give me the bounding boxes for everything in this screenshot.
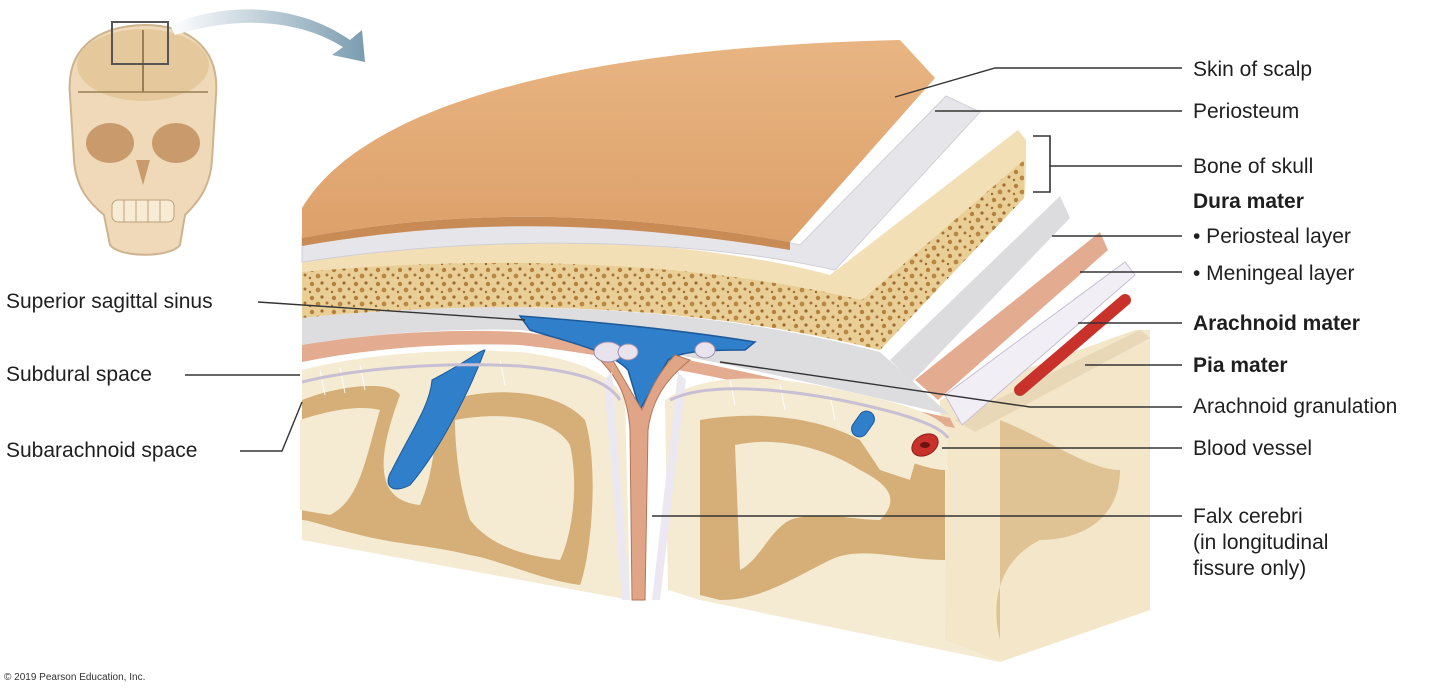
arachnoid-granulation-left: [593, 341, 639, 363]
label-dura-mater: Dura mater: [1193, 190, 1304, 213]
skull-thumbnail: [68, 21, 218, 256]
small-vein: [851, 410, 875, 438]
pia-mater-layer: [955, 330, 1150, 432]
label-subdural-space: Subdural space: [6, 363, 152, 386]
label-arachnoid-mater: Arachnoid mater: [1193, 312, 1360, 335]
label-subarachnoid-space: Subarachnoid space: [6, 439, 198, 462]
arachnoid-mater-layer: [944, 261, 1136, 426]
blood-vessel-artery: [1014, 294, 1131, 396]
falx-cerebri: [599, 354, 692, 601]
arachnoid-granulation-right: [694, 341, 716, 359]
dura-periosteal-layer: [890, 196, 1070, 382]
label-pia-mater: Pia mater: [1193, 354, 1288, 377]
sulcal-vein: [387, 349, 486, 490]
dura-front: [302, 307, 950, 415]
label-superior-sagittal-sinus: Superior sagittal sinus: [6, 290, 213, 313]
copyright-credit: © 2019 Pearson Education, Inc.: [4, 672, 146, 683]
label-bone-of-skull: Bone of skull: [1193, 155, 1314, 178]
label-falx-cerebri: Falx cerebri (in longitudinal fissure on…: [1193, 505, 1329, 580]
leader-lines: [185, 67, 1182, 517]
bone-bracket: [1033, 135, 1051, 193]
label-periosteal-layer: • Periosteal layer: [1193, 225, 1351, 248]
label-periosteum: Periosteum: [1193, 100, 1300, 123]
bone-spongy-band: [302, 160, 1024, 350]
label-arachnoid-granulation: Arachnoid granulation: [1193, 395, 1398, 418]
dura-meningeal-layer: [915, 232, 1108, 400]
label-meningeal-layer: • Meningeal layer: [1193, 262, 1355, 285]
label-blood-vessel: Blood vessel: [1193, 437, 1313, 460]
label-skin-of-scalp: Skin of scalp: [1193, 58, 1313, 81]
scalp-layer: [302, 40, 935, 242]
zoom-arrow: [170, 9, 365, 62]
